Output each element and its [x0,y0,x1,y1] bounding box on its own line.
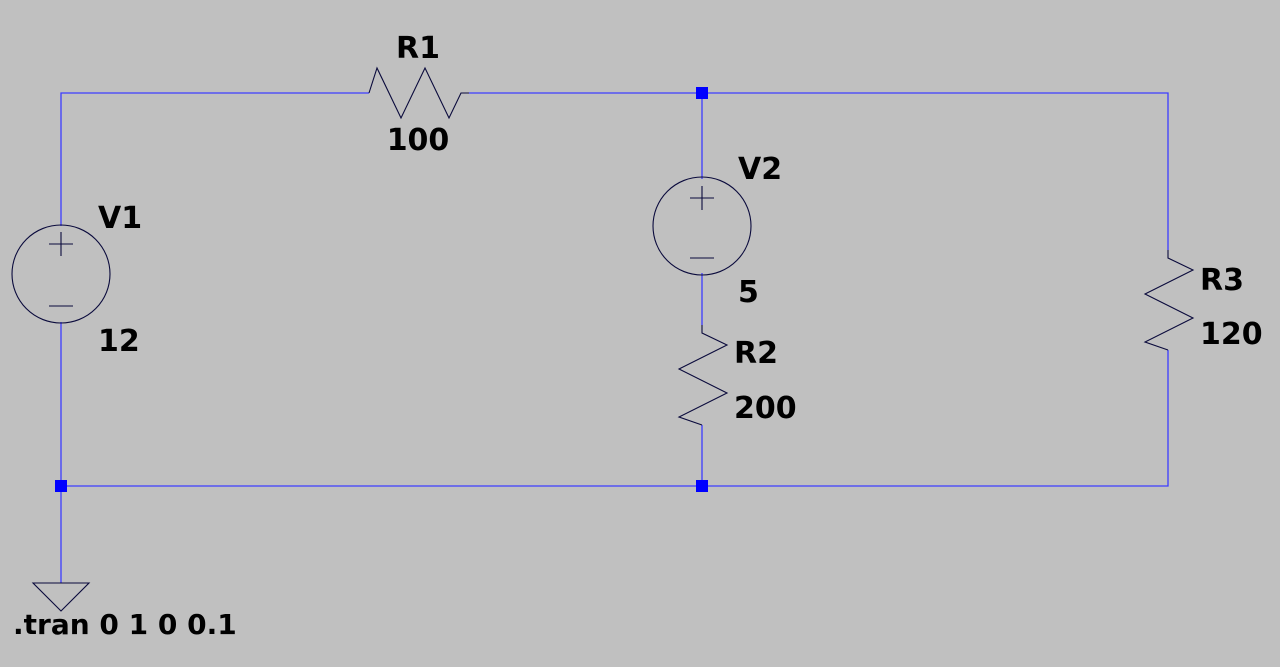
resistor-r1-zigzag [368,66,469,120]
plus-icon [49,232,73,256]
voltage-source-v2[interactable]: V2 5 [652,152,782,310]
junction-top-node[interactable] [696,87,708,99]
resistor-r3-name: R3 [1200,263,1244,298]
voltage-source-v1-value: 12 [98,324,140,359]
resistor-r1-name: R1 [396,31,440,66]
voltage-source-v2-name: V2 [738,152,782,187]
resistor-r2-name: R2 [734,336,778,371]
wire-r3-to-ground-rail[interactable] [61,350,1169,487]
junction-bottom-left[interactable] [55,480,67,492]
resistor-r2-zigzag [677,325,729,426]
voltage-source-v1-name: V1 [98,201,142,236]
voltage-source-v2-body [652,176,752,276]
voltage-source-v2-value: 5 [738,275,759,310]
resistor-r3-zigzag [1143,250,1195,351]
voltage-source-v1[interactable]: V1 12 [11,201,142,359]
junction-bottom-middle[interactable] [696,480,708,492]
spice-directive[interactable]: .tran 0 1 0 0.1 [13,608,237,641]
wires [60,92,1169,583]
resistor-r2[interactable]: R2 200 [677,325,797,426]
wire-v1-to-r1[interactable] [60,92,369,226]
resistor-r3-value: 120 [1200,317,1263,352]
resistor-r1-value: 100 [387,123,450,158]
ground-icon[interactable] [31,582,91,612]
resistor-r3[interactable]: R3 120 [1143,250,1263,352]
resistor-r2-value: 200 [734,391,797,426]
resistor-r1[interactable]: R1 100 [368,31,469,158]
wire-r1-to-r3[interactable] [469,92,1169,250]
plus-icon [690,186,714,210]
voltage-source-v1-body [11,224,111,324]
